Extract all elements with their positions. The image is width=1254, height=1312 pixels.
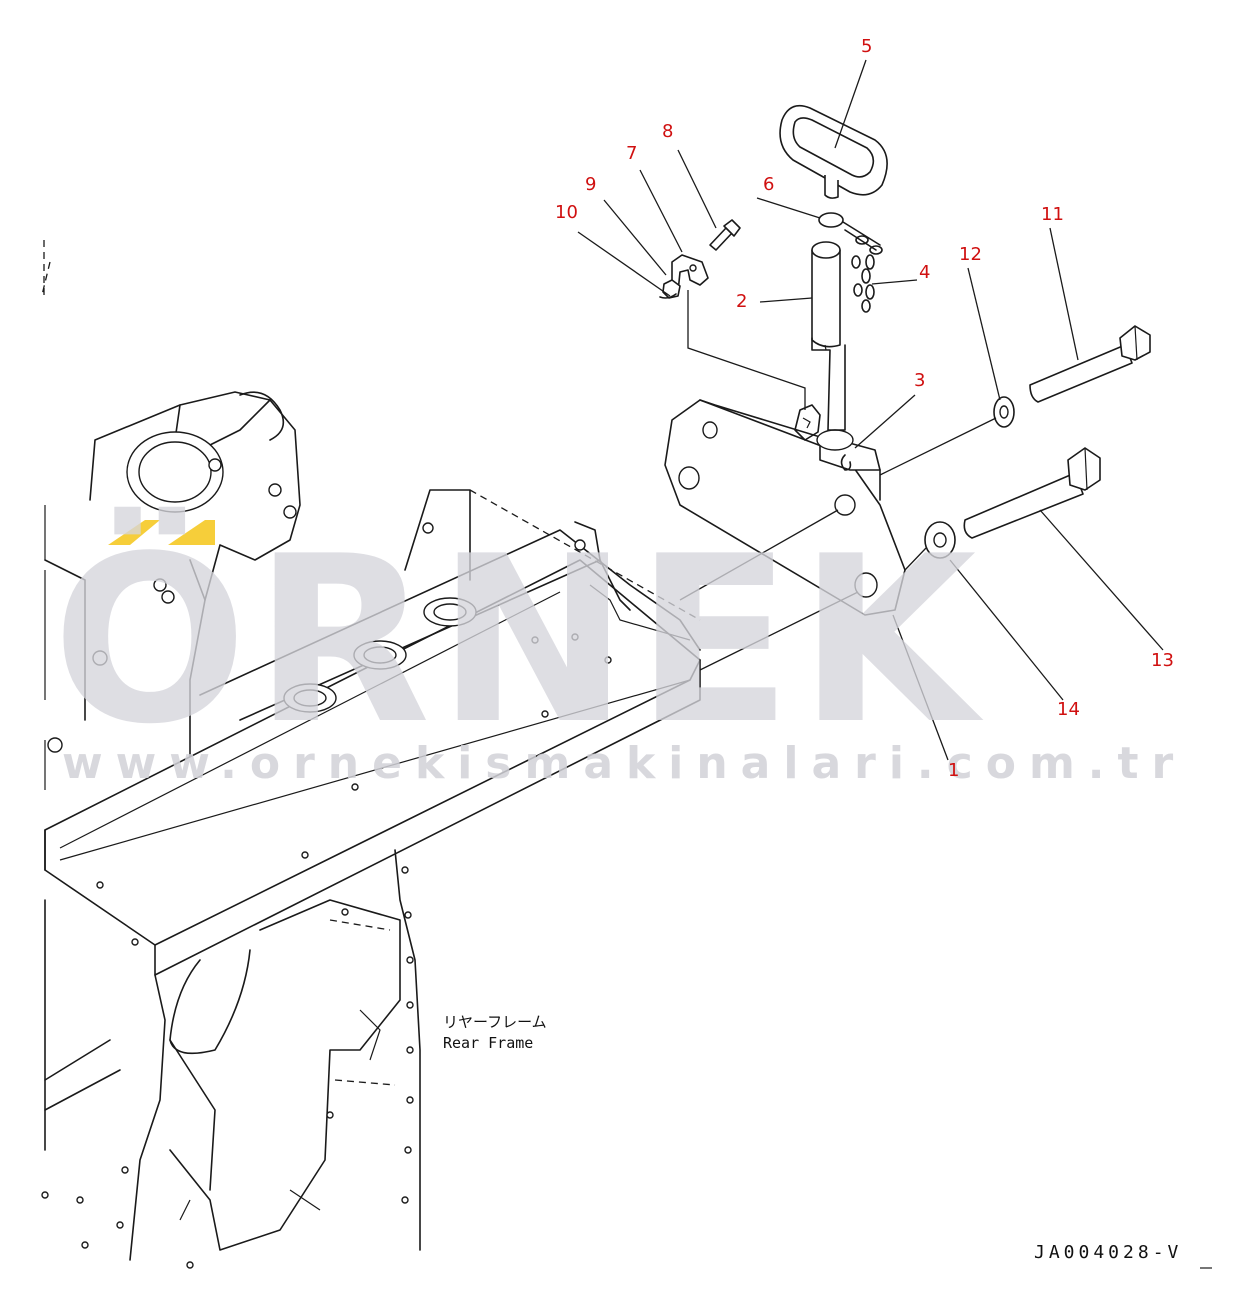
drawing-code: JA004028-V bbox=[1034, 1242, 1182, 1263]
callout-12[interactable]: 12 bbox=[959, 244, 982, 265]
frame-label-japanese: リヤーフレーム bbox=[443, 1013, 547, 1031]
callout-11[interactable]: 11 bbox=[1041, 204, 1064, 225]
hitch-plate bbox=[664, 399, 906, 616]
callout-3[interactable]: 3 bbox=[914, 370, 925, 391]
watermark-brand: ÖRNEK bbox=[52, 506, 984, 775]
assembly-line-lower-2 bbox=[699, 591, 859, 671]
assembly-line-lower-1 bbox=[904, 547, 927, 571]
watermark-url: www.ornekismakinalari.com.tr bbox=[62, 738, 1186, 789]
assembly-line-upper-2 bbox=[679, 509, 839, 601]
drop-pin bbox=[811, 241, 846, 431]
callout-2[interactable]: 2 bbox=[736, 291, 747, 312]
callout-7[interactable]: 7 bbox=[626, 143, 637, 164]
callout-5[interactable]: 5 bbox=[861, 36, 872, 57]
bracket-bolt bbox=[709, 219, 741, 251]
washer-upper bbox=[993, 396, 1015, 428]
lock-bracket bbox=[671, 254, 709, 293]
bolt-upper bbox=[1029, 325, 1151, 403]
bolt-lower bbox=[963, 447, 1101, 539]
callout-1[interactable]: 1 bbox=[948, 760, 959, 781]
callout-9[interactable]: 9 bbox=[585, 174, 596, 195]
rear-frame-drawing bbox=[41, 240, 701, 1269]
callout-14[interactable]: 14 bbox=[1057, 699, 1080, 720]
chain bbox=[818, 212, 883, 313]
callouts: 1 2 3 4 5 6 7 8 9 10 11 12 13 14 bbox=[555, 36, 1174, 781]
callout-10[interactable]: 10 bbox=[555, 202, 578, 223]
callout-13[interactable]: 13 bbox=[1151, 650, 1174, 671]
assembly-line-bracket bbox=[687, 290, 806, 410]
callout-6[interactable]: 6 bbox=[763, 174, 774, 195]
spring-clip bbox=[659, 293, 677, 299]
washer-lower bbox=[924, 521, 956, 559]
callout-8[interactable]: 8 bbox=[662, 121, 673, 142]
pin-handle bbox=[779, 104, 888, 199]
leader-lines bbox=[577, 59, 1164, 761]
watermark: ÖRNEK www.ornekismakinalari.com.tr bbox=[52, 506, 1186, 789]
watermark-accent-mark bbox=[108, 520, 215, 545]
assembly-line-upper-1 bbox=[879, 417, 997, 476]
callout-4[interactable]: 4 bbox=[919, 262, 930, 283]
frame-label-english: Rear Frame bbox=[443, 1034, 533, 1052]
